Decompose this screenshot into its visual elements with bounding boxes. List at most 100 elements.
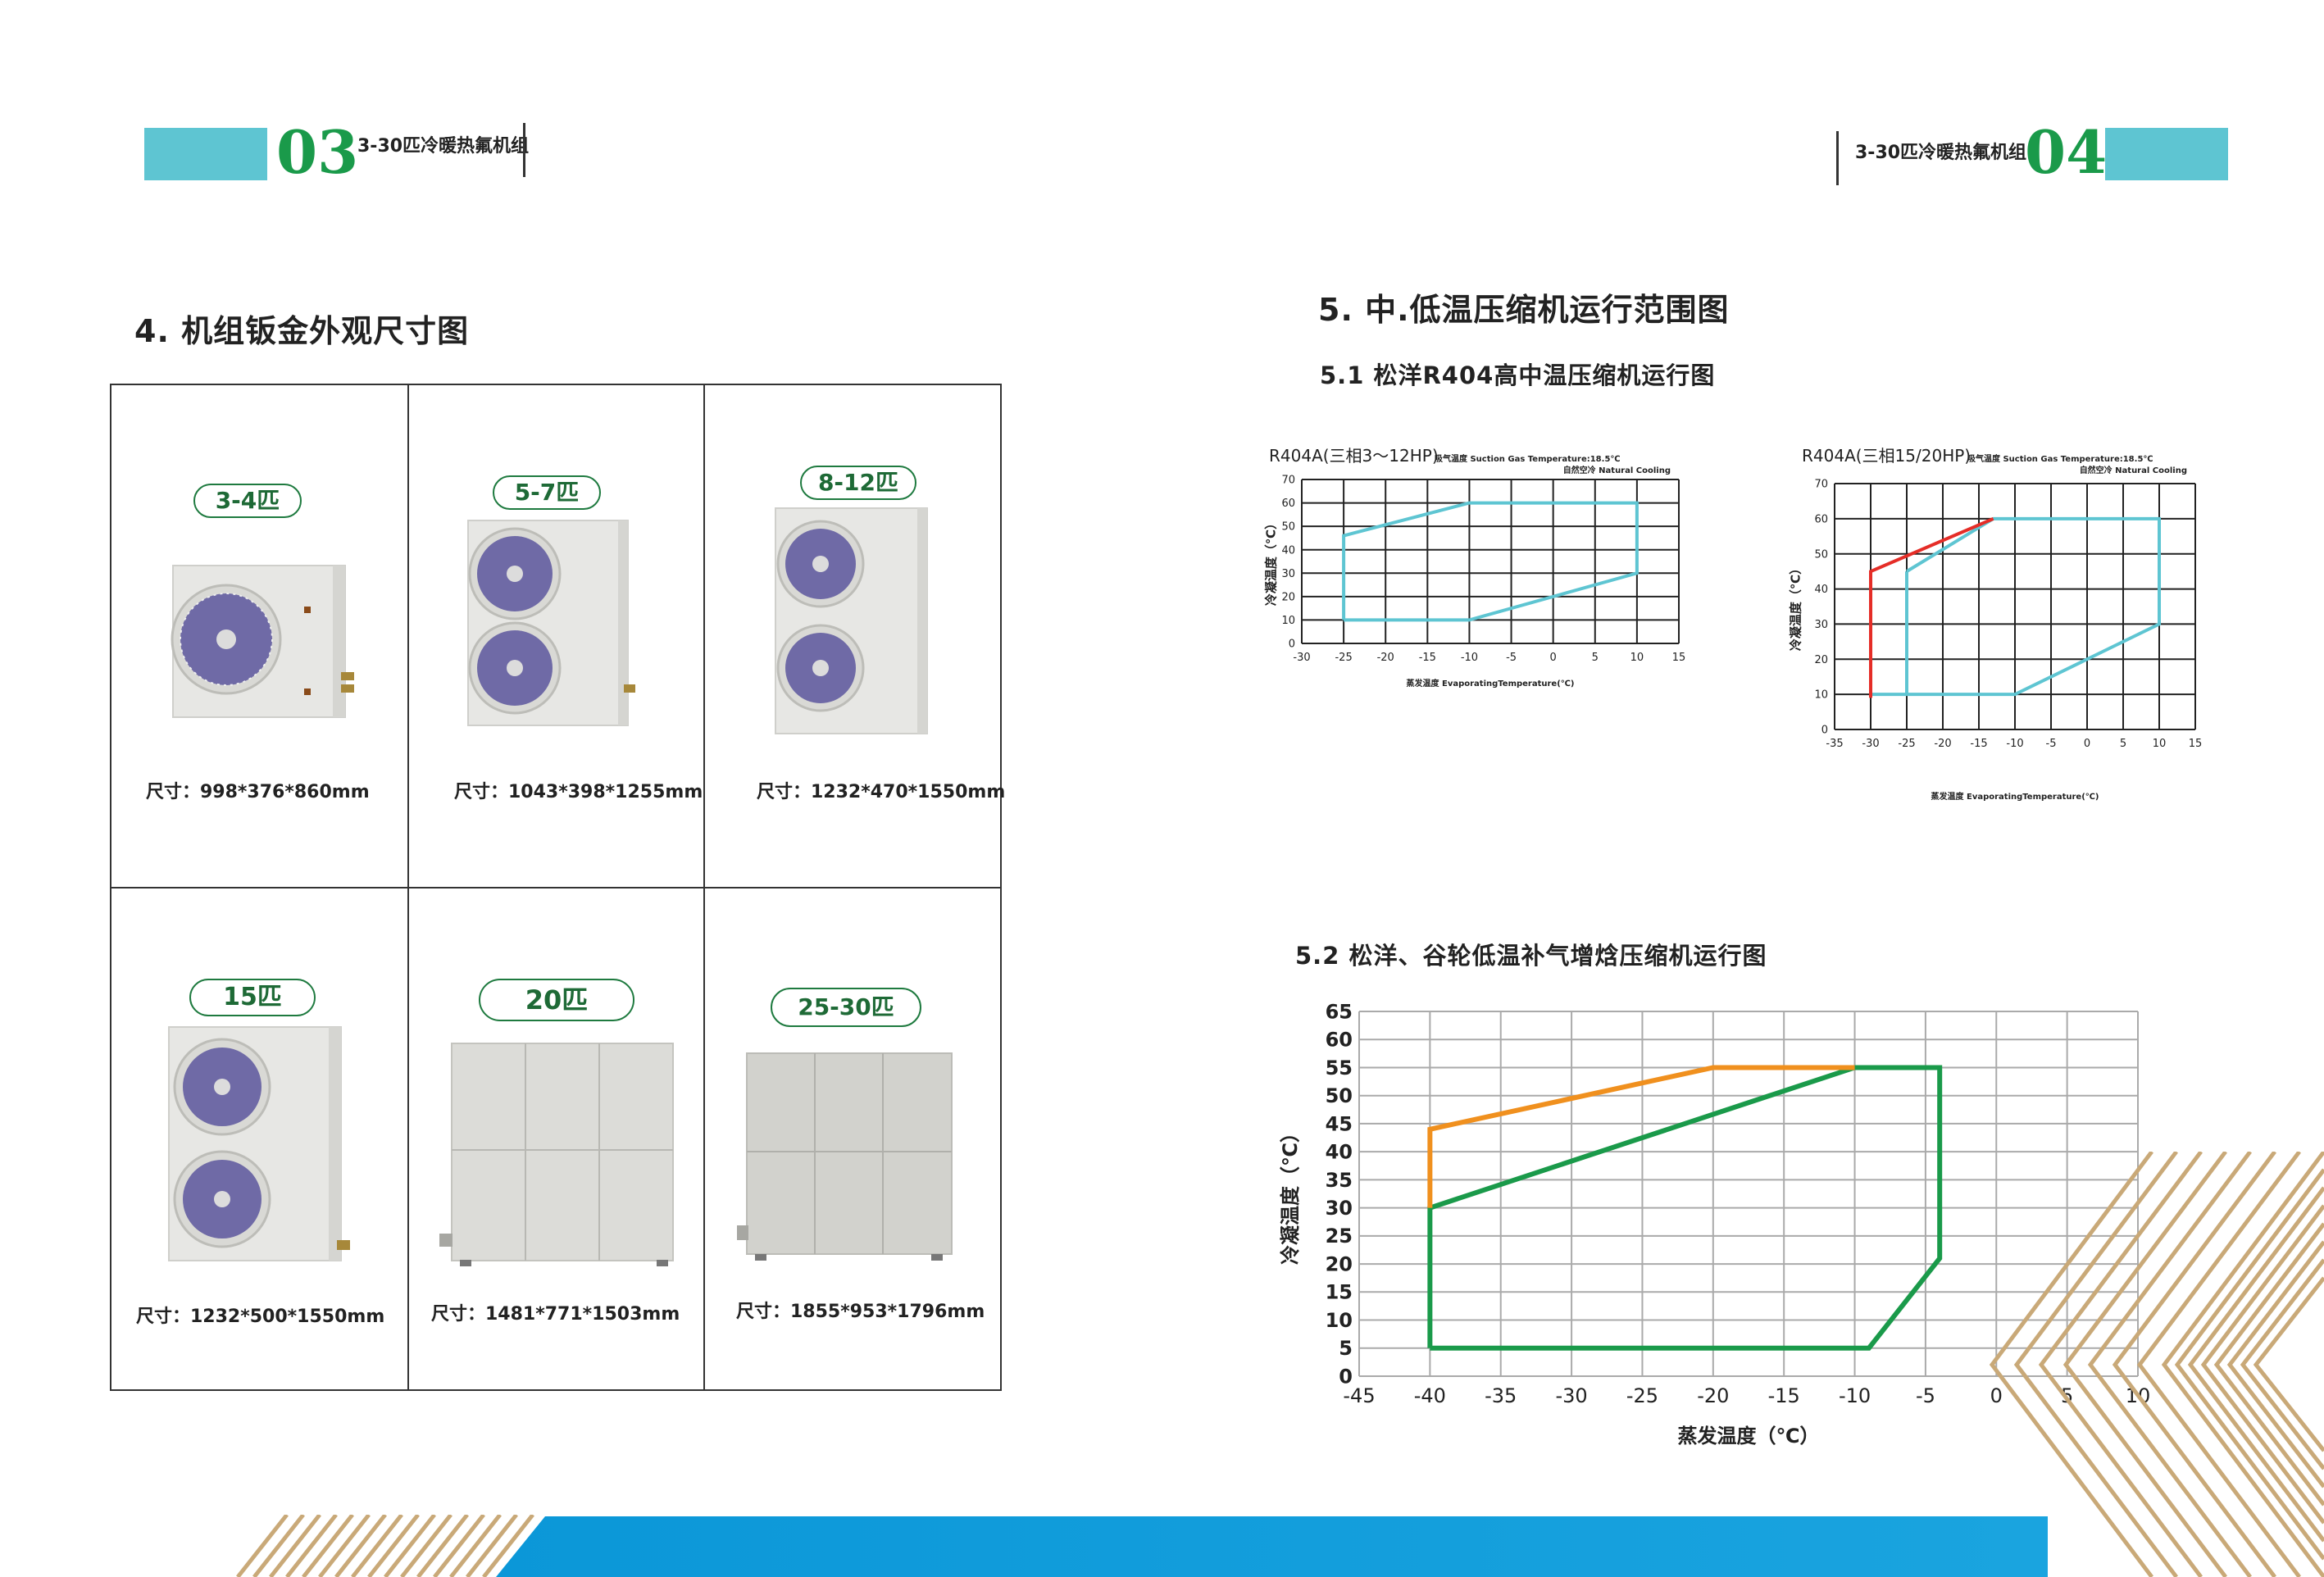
x-axis-label: 蒸发温度 EvaporatingTemperature(℃) bbox=[1407, 678, 1575, 689]
unit-image-25-30 bbox=[737, 1052, 953, 1261]
y-tick-label: 5 bbox=[1339, 1337, 1353, 1360]
page-number-right: 04 bbox=[2025, 117, 2108, 187]
y-tick-label: 20 bbox=[1814, 654, 1828, 666]
x-tick-label: 0 bbox=[2084, 738, 2090, 750]
unit-image-5-7 bbox=[467, 520, 635, 726]
y-tick-label: 10 bbox=[1281, 615, 1295, 627]
unit-label-5-7: 5-7匹 bbox=[493, 475, 601, 510]
y-tick-label: 50 bbox=[1281, 521, 1295, 534]
x-axis-label: 蒸发温度（℃） bbox=[1677, 1425, 1819, 1447]
x-tick-label: -25 bbox=[1898, 738, 1915, 750]
header-left-title: 3-30匹冷暖热氟机组 bbox=[357, 136, 530, 157]
chart-note: 吸气温度 Suction Gas Temperature:18.5℃ bbox=[1967, 453, 2153, 464]
unit-size-25-30: 尺寸：1855*953*1796mm bbox=[736, 1302, 985, 1322]
unit-label-8-12: 8-12匹 bbox=[800, 466, 916, 500]
y-tick-label: 25 bbox=[1326, 1225, 1353, 1248]
y-tick-label: 35 bbox=[1326, 1169, 1353, 1192]
y-tick-label: 10 bbox=[1326, 1309, 1353, 1332]
unit-size-table: 3-4匹 尺寸：998*376*860mm 5-7匹 尺寸：1043*398*1… bbox=[110, 384, 1006, 1391]
unit-label-25-30: 25-30匹 bbox=[771, 988, 921, 1027]
y-tick-label: 30 bbox=[1326, 1197, 1353, 1220]
section4-title: 4. 机组钣金外观尺寸图 bbox=[134, 313, 470, 349]
unit-label-3-4: 3-4匹 bbox=[193, 484, 302, 518]
unit-size-3-4: 尺寸：998*376*860mm bbox=[146, 782, 370, 802]
unit-size-20: 尺寸：1481*771*1503mm bbox=[431, 1304, 680, 1325]
section5-sub2: 5.2 松洋、谷轮低温补气增焓压缩机运行图 bbox=[1295, 942, 1767, 970]
y-tick-label: 60 bbox=[1814, 513, 1828, 525]
x-tick-label: 15 bbox=[2189, 738, 2203, 750]
chart-title: R404A(三相15/20HP) bbox=[1802, 446, 1971, 466]
y-tick-label: 40 bbox=[1814, 584, 1828, 596]
x-tick-label: -35 bbox=[1826, 738, 1843, 750]
unit-size-15: 尺寸：1232*500*1550mm bbox=[136, 1307, 385, 1327]
y-tick-label: 0 bbox=[1821, 725, 1828, 737]
x-tick-label: -15 bbox=[1419, 652, 1436, 664]
x-tick-label: -25 bbox=[1335, 652, 1352, 664]
chart-title: R404A(三相3～12HP) bbox=[1269, 446, 1439, 466]
x-tick-label: -30 bbox=[1293, 652, 1310, 664]
x-tick-label: -15 bbox=[1768, 1384, 1800, 1407]
x-axis-label: 蒸发温度 EvaporatingTemperature(℃) bbox=[1931, 791, 2099, 802]
table-hline bbox=[111, 887, 1000, 888]
section5-title: 5. 中.低温压缩机运行范围图 bbox=[1318, 292, 1730, 328]
x-tick-label: -35 bbox=[1485, 1384, 1517, 1407]
y-tick-label: 60 bbox=[1326, 1029, 1353, 1052]
series-line-0 bbox=[1871, 516, 2161, 697]
x-tick-label: -20 bbox=[1934, 738, 1951, 750]
x-tick-label: 0 bbox=[1550, 652, 1557, 664]
chart-note: 吸气温度 Suction Gas Temperature:18.5℃ bbox=[1435, 453, 1621, 464]
x-tick-label: -5 bbox=[1506, 652, 1517, 664]
y-tick-label: 10 bbox=[1814, 689, 1828, 702]
y-tick-label: 20 bbox=[1281, 591, 1295, 603]
decorative-chevrons-right bbox=[1989, 1152, 2324, 1577]
y-tick-label: 60 bbox=[1281, 498, 1295, 510]
y-tick-label: 0 bbox=[1289, 639, 1295, 651]
x-tick-label: -30 bbox=[1555, 1384, 1587, 1407]
header-right-bar bbox=[2105, 128, 2228, 180]
x-tick-label: -5 bbox=[2046, 738, 2057, 750]
y-tick-label: 55 bbox=[1326, 1057, 1353, 1079]
x-tick-label: -40 bbox=[1414, 1384, 1446, 1407]
x-tick-label: -10 bbox=[1461, 652, 1478, 664]
chart-note: 自然空冷 Natural Cooling bbox=[1563, 465, 1671, 475]
x-tick-label: -30 bbox=[1862, 738, 1879, 750]
x-tick-label: -25 bbox=[1626, 1384, 1658, 1407]
x-tick-label: 0 bbox=[1990, 1384, 2003, 1407]
section5-sub1: 5.1 松洋R404高中温压缩机运行图 bbox=[1320, 361, 1716, 389]
unit-image-15 bbox=[168, 1026, 350, 1261]
unit-size-8-12: 尺寸：1232*470*1550mm bbox=[757, 782, 1006, 802]
x-tick-label: 5 bbox=[2120, 738, 2126, 750]
x-tick-label: 5 bbox=[1592, 652, 1599, 664]
x-tick-label: -20 bbox=[1377, 652, 1394, 664]
decorative-stripes-bottom-left bbox=[236, 1515, 534, 1577]
x-tick-label: 10 bbox=[2153, 738, 2167, 750]
header-left-bar bbox=[144, 128, 267, 180]
y-axis-label: 冷凝温度（℃） bbox=[1279, 1123, 1302, 1265]
x-tick-label: -10 bbox=[1839, 1384, 1871, 1407]
y-tick-label: 40 bbox=[1281, 544, 1295, 557]
footer-blue-bar bbox=[496, 1516, 2048, 1577]
y-tick-label: 70 bbox=[1281, 475, 1295, 487]
x-tick-label: -10 bbox=[2006, 738, 2023, 750]
page-number-left: 03 bbox=[276, 117, 359, 187]
x-tick-label: -5 bbox=[1916, 1384, 1935, 1407]
y-tick-label: 45 bbox=[1326, 1112, 1353, 1135]
chart-note: 自然空冷 Natural Cooling bbox=[2080, 465, 2187, 475]
x-tick-label: -45 bbox=[1343, 1384, 1375, 1407]
y-tick-label: 15 bbox=[1326, 1281, 1353, 1304]
series-line-1 bbox=[1869, 517, 1994, 698]
unit-image-3-4 bbox=[171, 565, 354, 718]
y-axis-label: 冷凝温度（℃） bbox=[1789, 562, 1803, 651]
y-tick-label: 65 bbox=[1326, 1000, 1353, 1023]
unit-size-5-7: 尺寸：1043*398*1255mm bbox=[454, 782, 703, 802]
y-tick-label: 50 bbox=[1326, 1084, 1353, 1107]
unit-label-20: 20匹 bbox=[479, 979, 634, 1021]
series-line-1 bbox=[1427, 1065, 1855, 1208]
y-tick-label: 0 bbox=[1339, 1365, 1353, 1388]
y-tick-label: 70 bbox=[1814, 479, 1828, 491]
y-axis-label: 冷凝温度（℃） bbox=[1264, 517, 1279, 606]
x-tick-label: 15 bbox=[1672, 652, 1686, 664]
x-tick-label: -20 bbox=[1697, 1384, 1729, 1407]
